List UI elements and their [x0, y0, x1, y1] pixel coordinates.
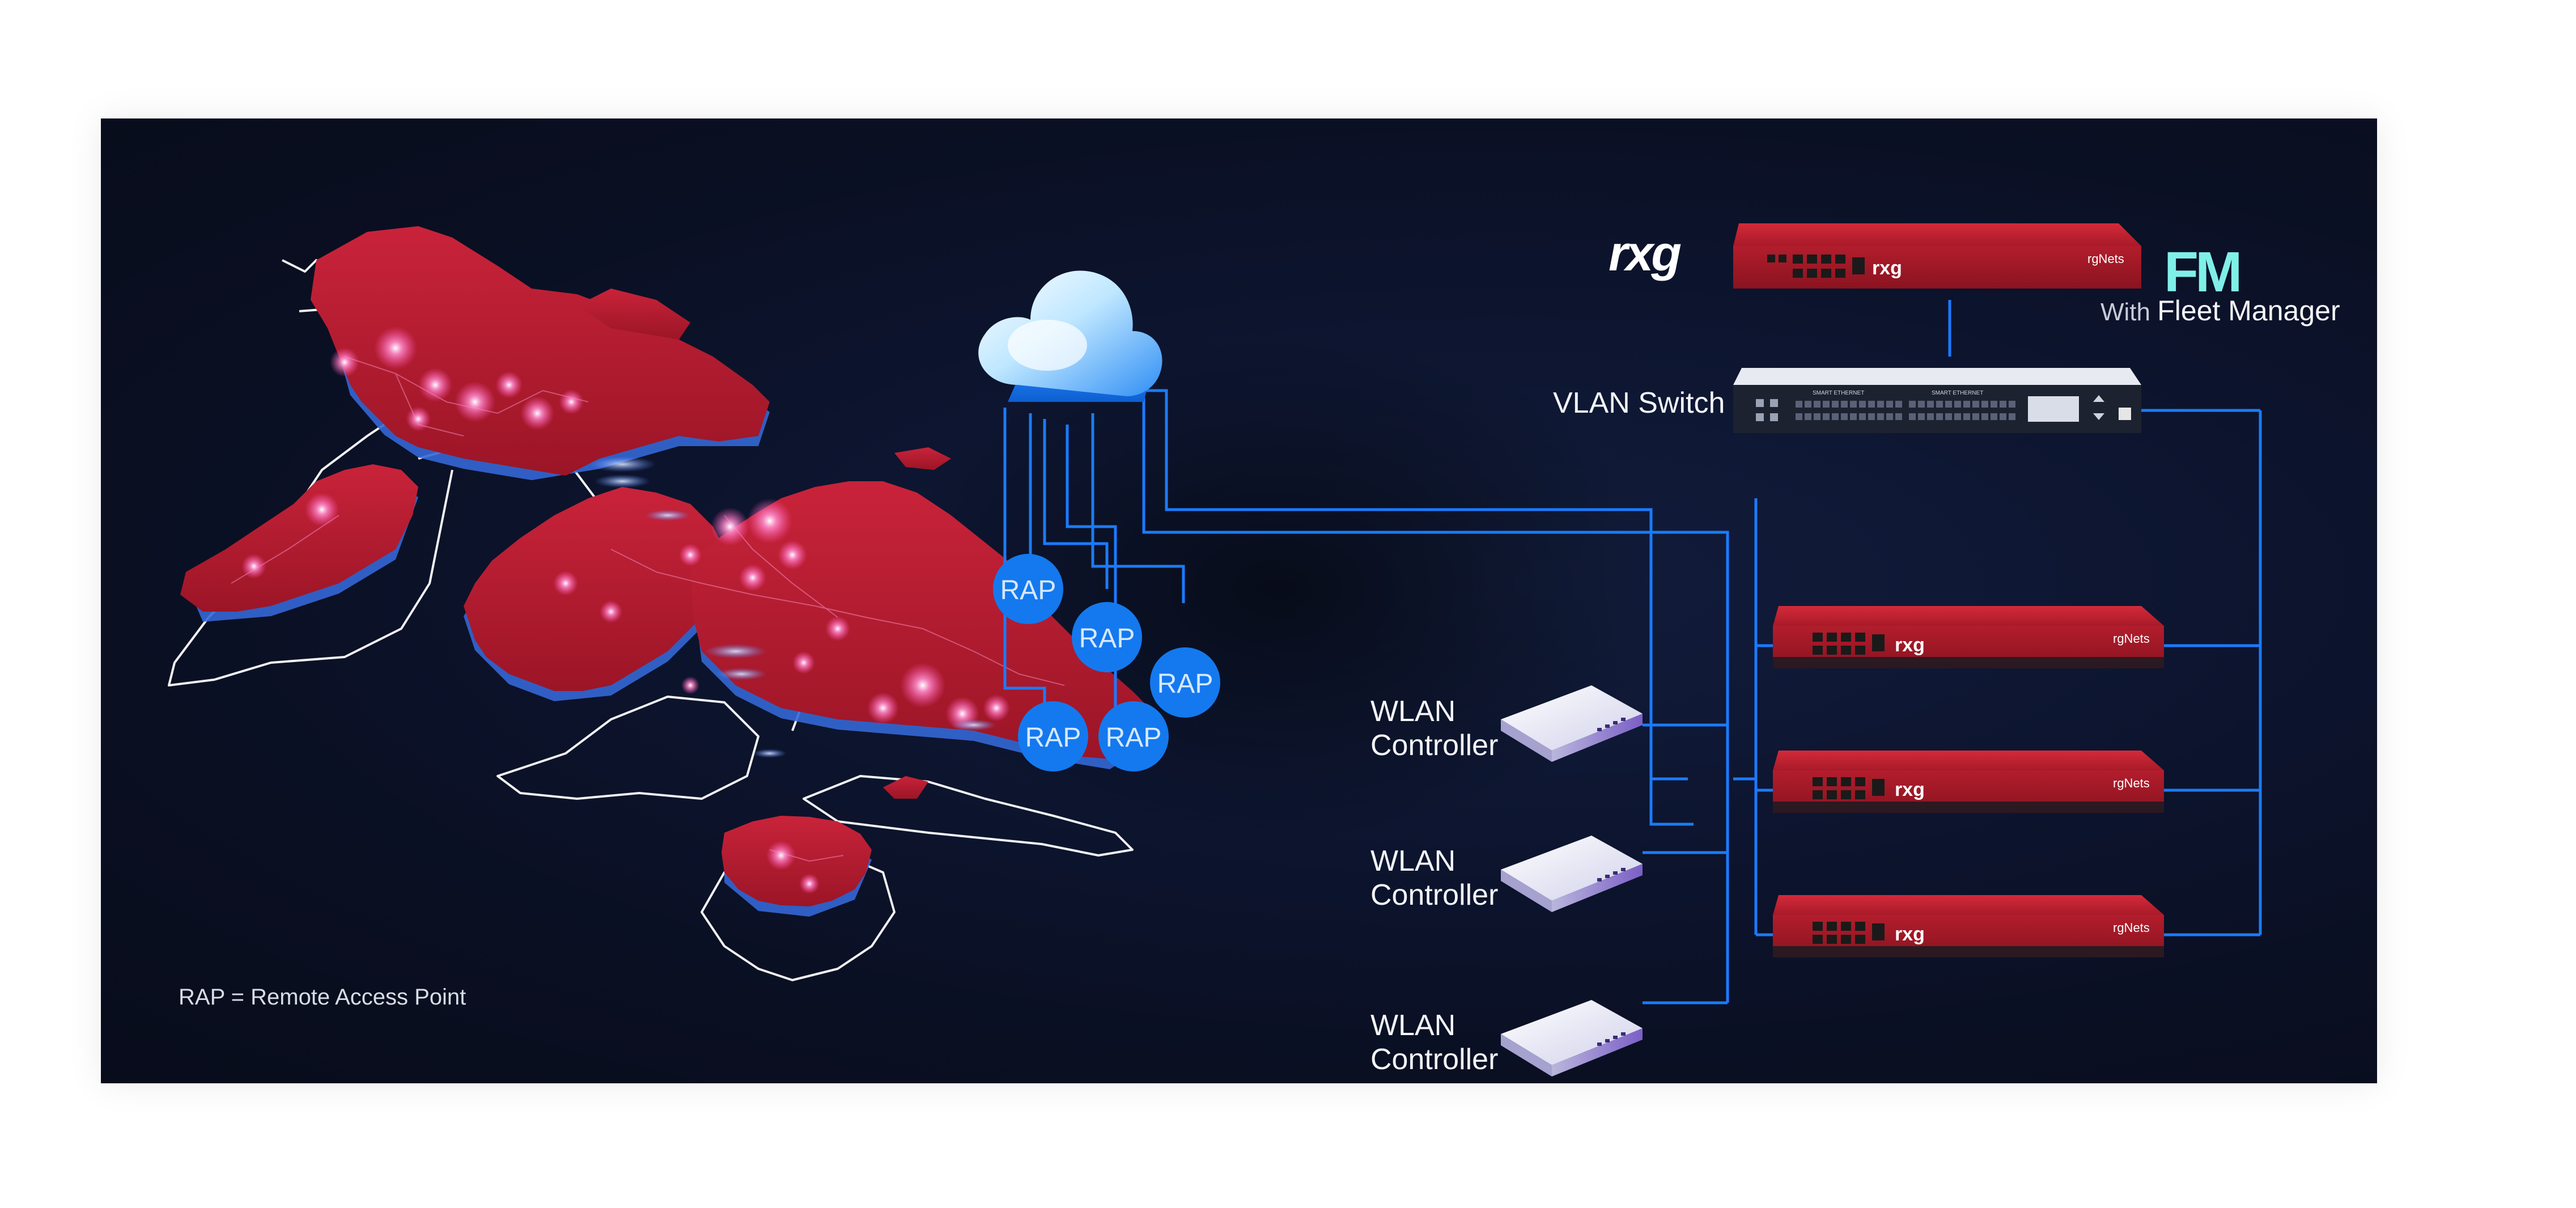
wlan-label-line1: WLAN	[1370, 845, 1456, 878]
server-logo: rxg	[1872, 257, 1902, 279]
switch-header-right: SMART ETHERNET	[1932, 390, 1983, 396]
server-logo: rxg	[1895, 923, 1925, 945]
wlan-controller-label-1: WLAN Controller	[1370, 694, 1498, 762]
fm-logo: FM	[2164, 240, 2239, 304]
line-cloud-rap3	[1091, 413, 1185, 603]
server-brand-tag: rgNets	[2087, 252, 2124, 266]
rap-label: RAP	[1106, 723, 1162, 753]
map-signals	[588, 456, 996, 758]
server-brand-tag: rgNets	[2113, 921, 2150, 935]
vlan-switch-icon: SMART ETHERNET SMART ETHERNET	[1733, 368, 2141, 433]
server-brand-tag: rgNets	[2113, 776, 2150, 790]
rxg-server-icon: rxg rgNets	[1773, 606, 2164, 668]
wlan-controller-icon	[1501, 1000, 1643, 1076]
rxg-server-icon: rxg rgNets	[1773, 751, 2164, 813]
rap-node-icon: RAP	[1018, 701, 1088, 772]
rxg-server-icon: rxg rgNets	[1773, 895, 2164, 957]
wlan-label-line1: WLAN	[1370, 1009, 1456, 1042]
rap-label: RAP	[1000, 575, 1056, 605]
with-prefix: With	[2100, 298, 2150, 326]
rap-node-icon: RAP	[1072, 602, 1142, 672]
line-cloud-network	[1107, 389, 1694, 826]
fleet-manager-name: Fleet Manager	[2157, 295, 2340, 327]
wlan-label-line1: WLAN	[1370, 695, 1456, 728]
network-diagram-panel: RAP RAP RAP RAP RAP rxg rgNets	[101, 118, 2377, 1083]
wlan-controllers	[1501, 685, 1643, 1076]
map-hotspots	[241, 327, 1010, 894]
rap-label: RAP	[1025, 723, 1081, 753]
server-logo: rxg	[1895, 634, 1925, 656]
rxg-logo-text: rxg	[1609, 225, 1681, 281]
diagram-canvas: RAP RAP RAP RAP RAP rxg rgNets	[168, 223, 2262, 1076]
wlan-controller-label-3: WLAN Controller	[1370, 1008, 1498, 1076]
line-server-bus-b	[1649, 510, 1688, 781]
wlan-controller-icon	[1501, 685, 1643, 762]
fleet-manager-logo: FM	[2164, 240, 2242, 304]
rxg-server-stack: rxg rgNets rxg rgNets rxg rgNets	[1773, 606, 2164, 957]
rap-node-icon: RAP	[1150, 647, 1220, 718]
rap-nodes: RAP RAP RAP RAP RAP	[993, 554, 1220, 772]
rap-label: RAP	[1079, 624, 1135, 654]
rxg-server-icon: rxg rgNets	[1733, 223, 2141, 289]
wlan-label-line2: Controller	[1370, 879, 1499, 912]
cloud-icon	[978, 270, 1162, 402]
wlan-controller-icon	[1501, 836, 1643, 912]
rxg-logo: rxg	[1609, 225, 1683, 281]
vlan-switch-label: VLAN Switch	[1553, 387, 1725, 419]
wlan-label-line2: Controller	[1370, 1043, 1499, 1076]
switch-header-left: SMART ETHERNET	[1813, 390, 1864, 396]
legend-text: RAP = Remote Access Point	[179, 985, 466, 1010]
wlan-controller-label-2: WLAN Controller	[1370, 844, 1498, 912]
rap-node-icon: RAP	[1098, 701, 1169, 772]
fleet-manager-caption: With Fleet Manager	[2100, 294, 2340, 327]
server-brand-tag: rgNets	[2113, 631, 2150, 646]
rap-node-icon: RAP	[993, 554, 1063, 624]
server-logo: rxg	[1895, 779, 1925, 800]
rap-label: RAP	[1157, 669, 1213, 699]
wlan-label-line2: Controller	[1370, 729, 1499, 762]
line-cloud-rap4	[1003, 408, 1046, 708]
